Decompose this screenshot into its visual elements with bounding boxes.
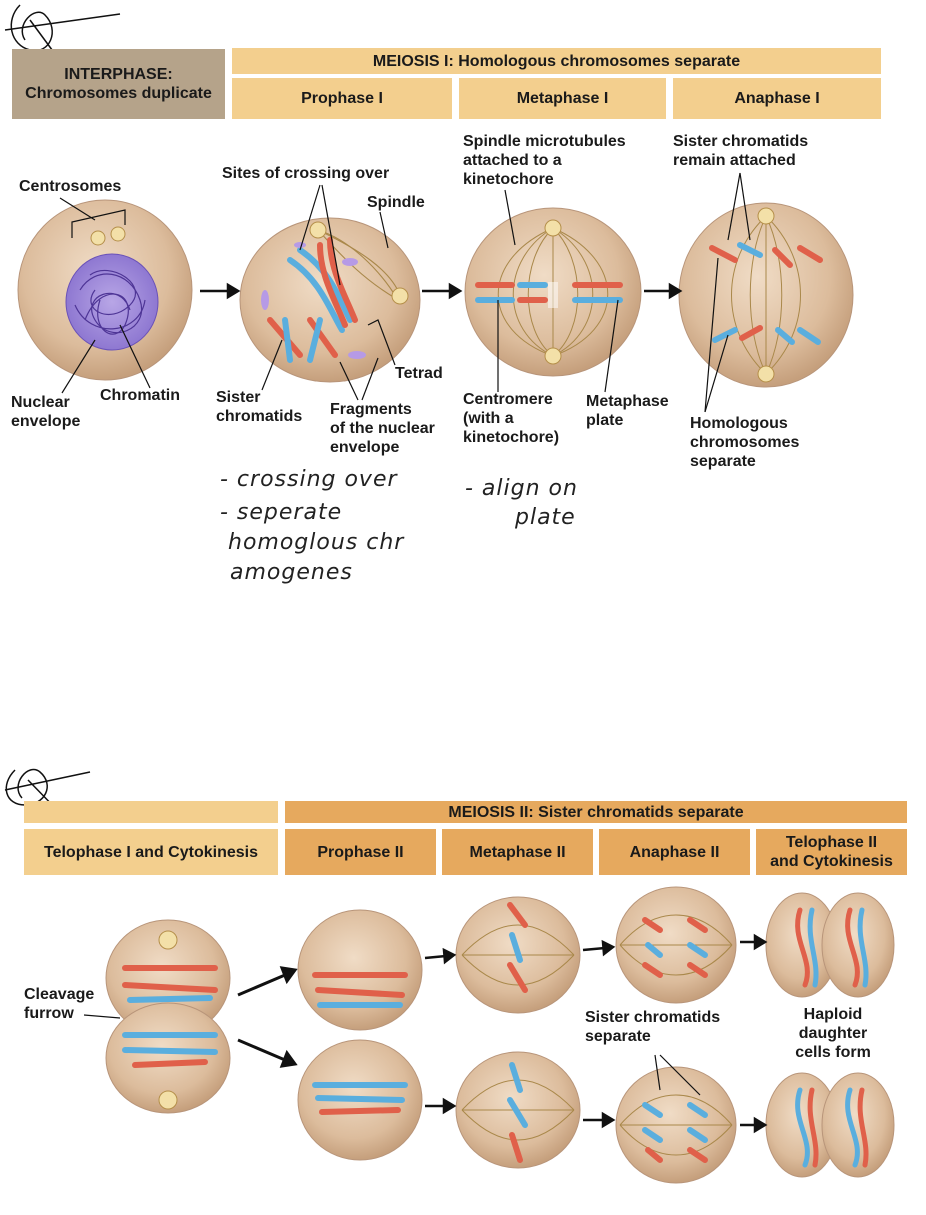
prophase-ii-cells [297, 909, 423, 1161]
stage-prophase-i: Prophase I [232, 78, 452, 119]
label-spindle-microtubules: Spindle microtubules attached to a kinet… [463, 133, 626, 188]
interphase-cell [17, 199, 193, 381]
label-sister-chromatids-attached: Sister chromatids remain attached [673, 133, 809, 169]
metaphase-ii-cells [455, 896, 581, 1169]
label-sites-crossing-over: Sites of crossing over [222, 165, 390, 182]
label-haploid-daughter-cells: Haploid daughter cells form [795, 1006, 871, 1061]
interphase-header: INTERPHASE: Chromosomes duplicate [12, 49, 225, 119]
anaphase-ii-cells [615, 886, 737, 1184]
stage-anaphase-ii: Anaphase II [599, 829, 750, 875]
label-homologous-separate: Homologous chromosomes separate [690, 415, 800, 470]
label-spindle: Spindle [367, 194, 425, 211]
stage-metaphase-i: Metaphase I [459, 78, 666, 119]
telophase-i-cells [105, 919, 231, 1114]
label-fragments-nuclear-envelope: Fragments of the nuclear envelope [330, 401, 435, 456]
stage-prophase-ii: Prophase II [285, 829, 436, 875]
arrows-meiosis-i [200, 282, 683, 300]
metaphase-i-cell [464, 207, 642, 377]
handwritten-note-4: amogenes [230, 560, 353, 585]
label-sister-chromatids: Sister chromatids [216, 389, 303, 425]
pointer-lines-meiosis-i [59, 172, 751, 413]
handwritten-note-2: - seperate [220, 500, 343, 525]
label-centrosomes: Centrosomes [19, 178, 122, 195]
telophase-ii-cells [765, 892, 895, 1178]
prophase-i-cell [239, 217, 421, 383]
label-chromatin: Chromatin [100, 387, 180, 404]
arrows-telophase-split [237, 966, 298, 1068]
stage-metaphase-ii: Metaphase II [442, 829, 593, 875]
label-nuclear-envelope: Nuclear envelope [11, 394, 81, 430]
handwritten-note-1: - crossing over [220, 467, 398, 492]
meiosis-i-banner: MEIOSIS I: Homologous chromosomes separa… [232, 48, 881, 74]
label-centromere: Centromere (with a kinetochore) [463, 391, 560, 446]
stage-anaphase-i: Anaphase I [673, 78, 881, 119]
handwritten-note-5: - align on [465, 476, 578, 501]
stage-telophase-ii: Telophase II and Cytokinesis [756, 829, 907, 875]
label-metaphase-plate: Metaphase plate [586, 393, 669, 429]
anaphase-i-cell [678, 202, 854, 388]
handwritten-note-3: homoglous chr [228, 530, 405, 555]
label-tetrad: Tetrad [395, 365, 443, 382]
telophase-i-banner-blank [24, 801, 278, 823]
label-cleavage-furrow: Cleavage furrow [24, 986, 95, 1022]
stage-telophase-i: Telophase I and Cytokinesis [24, 829, 278, 875]
handwritten-note-6: plate [515, 505, 576, 530]
arrows-meiosis-ii [424, 933, 768, 1134]
label-sister-chromatids-separate: Sister chromatids separate [585, 1009, 721, 1045]
meiosis-ii-banner: MEIOSIS II: Sister chromatids separate [285, 801, 907, 823]
pointer-lines-meiosis-ii [83, 1014, 701, 1096]
